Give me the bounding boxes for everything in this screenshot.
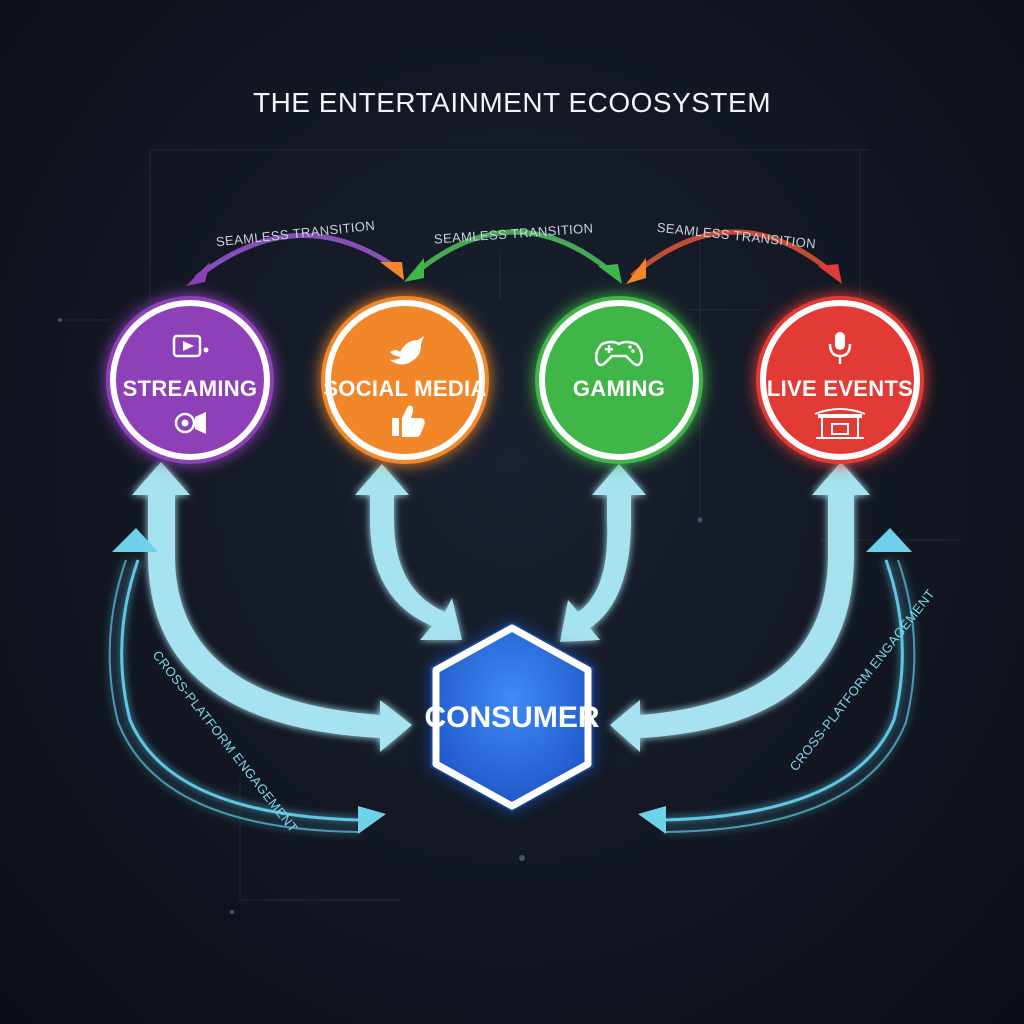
engagement-arrowhead-right-top bbox=[866, 528, 912, 552]
connector-arrows bbox=[132, 462, 870, 752]
consumer-hub: CONSUMER bbox=[424, 622, 600, 812]
engagement-arrow-left bbox=[108, 559, 361, 833]
engagement-arrow-right bbox=[663, 559, 916, 833]
node-live-events: LIVE EVENTS bbox=[756, 296, 924, 464]
camera-icon bbox=[174, 412, 206, 434]
thumbs-up-icon bbox=[392, 405, 425, 437]
engagement-arrowhead-right-bottom bbox=[638, 806, 666, 834]
engagement-arrowhead-left-bottom bbox=[358, 806, 386, 834]
node-label-streaming: STREAMING bbox=[123, 376, 258, 401]
node-label-live-events: LIVE EVENTS bbox=[767, 376, 913, 401]
streaming-consumer-arrow bbox=[132, 462, 412, 752]
node-label-gaming: GAMING bbox=[573, 376, 665, 401]
transition-arc-1: SEAMLESS TRANSITION bbox=[186, 218, 404, 286]
diagram-title: THE ENTERTAINMENT ECOOSYSTEM bbox=[253, 87, 771, 118]
transition-arc-3: SEAMLESS TRANSITION bbox=[626, 220, 842, 284]
social-consumer-arrow bbox=[355, 464, 462, 640]
live-events-consumer-arrow bbox=[610, 462, 870, 752]
gamepad-icon bbox=[594, 340, 644, 367]
background-dots bbox=[58, 318, 703, 914]
play-icon bbox=[172, 334, 209, 358]
transition-arc-2: SEAMLESS TRANSITION bbox=[404, 220, 622, 284]
node-streaming: STREAMING bbox=[106, 296, 274, 464]
hub-label: CONSUMER bbox=[424, 701, 599, 734]
node-social-media: SOCIAL MEDIA bbox=[321, 296, 489, 464]
engagement-arrowhead-left-top bbox=[112, 528, 158, 552]
background-grid bbox=[60, 149, 960, 901]
engagement-label-right: CROSS-PLATFORM ENGAGEMENT bbox=[787, 586, 938, 774]
node-label-social-media: SOCIAL MEDIA bbox=[323, 376, 486, 401]
stage-icon bbox=[814, 408, 866, 439]
microphone-icon bbox=[828, 332, 852, 364]
node-gaming: GAMING bbox=[535, 296, 703, 464]
bird-icon bbox=[390, 336, 424, 365]
gaming-consumer-arrow bbox=[560, 464, 646, 642]
